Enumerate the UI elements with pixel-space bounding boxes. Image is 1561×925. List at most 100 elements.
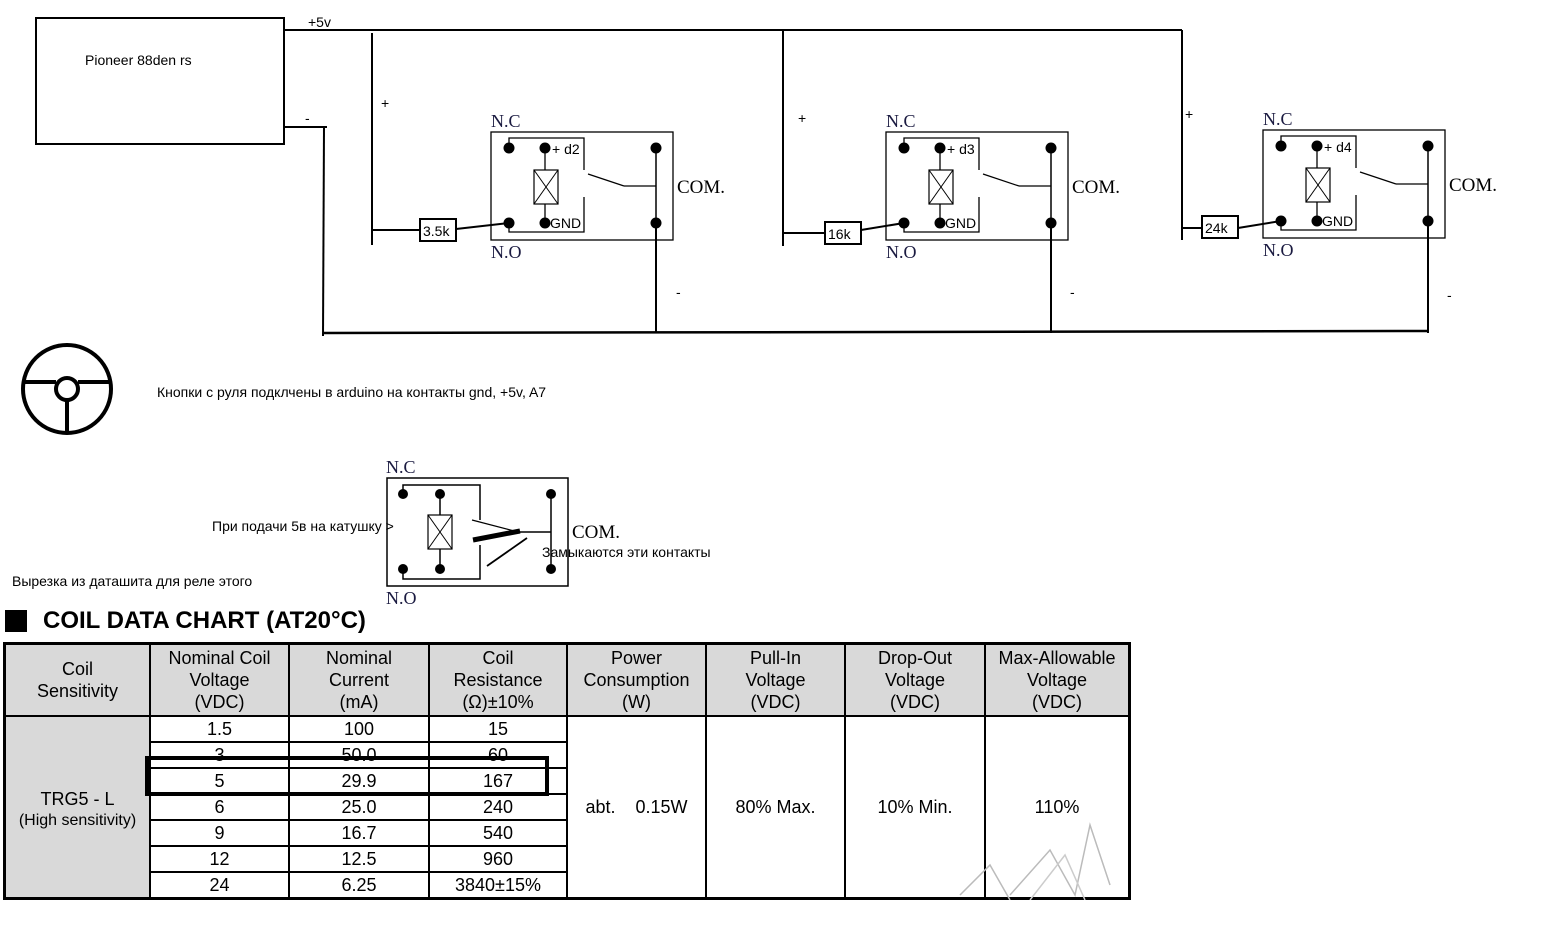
relay-d2: + d2 GND N.C N.O COM. 3.5k - [419, 111, 725, 333]
relay-pin-label: + d4 [1324, 139, 1352, 155]
resistor [824, 221, 862, 245]
nc-label: N.C [886, 111, 916, 131]
cell-resistance: 60 [428, 741, 568, 769]
com-label: COM. [572, 522, 620, 543]
square-bullet-icon [5, 610, 27, 632]
cell-voltage: 12 [149, 845, 290, 873]
head-unit-box [35, 17, 285, 145]
no-label: N.O [491, 242, 522, 262]
column-header-line: Coil [61, 659, 93, 679]
relay-pin-label: + d3 [947, 141, 975, 157]
com-label: COM. [677, 177, 725, 198]
steering-wheel-icon [21, 343, 113, 435]
column-header-line: Resistance [453, 670, 543, 690]
minus-label: - [305, 110, 310, 126]
relay-pin-label: + d2 [552, 141, 580, 157]
nc-label: N.C [1263, 109, 1293, 129]
cell-resistance: 15 [428, 715, 568, 743]
cell-voltage: 9 [149, 819, 290, 847]
minus-sign: - [1070, 284, 1075, 300]
column-header-line: (VDC) [1032, 692, 1082, 712]
column-header-line: Max-Allowable [998, 648, 1116, 668]
cell-voltage: 3 [149, 741, 290, 769]
no-label: N.O [386, 588, 417, 608]
column-header-line: Nominal Coil [168, 648, 271, 668]
no-label: N.O [1263, 240, 1294, 260]
terminal-dot [503, 142, 515, 154]
coil-chart-title: COIL DATA CHART (AT20°C) [5, 607, 366, 635]
coil-note: При подачи 5в на катушку > [212, 518, 394, 534]
cell-resistance: 960 [428, 845, 568, 873]
cell-resistance: 167 [428, 767, 568, 795]
com-label: COM. [1449, 175, 1497, 196]
minus-sign: - [676, 284, 681, 300]
terminal-dot [1275, 140, 1287, 152]
cell-voltage: 24 [149, 871, 290, 900]
watermark [959, 822, 1111, 900]
model-cell: TRG5 - L(High sensitivity) [3, 715, 151, 900]
cell-resistance: 540 [428, 819, 568, 847]
plus-sign-d3: + [798, 110, 806, 126]
resistor-label: 16k [828, 226, 852, 242]
plus-5v-label: +5v [308, 14, 331, 30]
column-header-line: (VDC) [194, 692, 245, 712]
steering-note: Кнопки с руля подклчены в arduino на кон… [157, 384, 547, 400]
column-header-line: Voltage [884, 670, 946, 690]
coil-chart-title-text: COIL DATA CHART (AT20°C) [43, 607, 366, 634]
cell-current: 25.0 [288, 793, 430, 821]
cell-max-allowable: 110% [984, 715, 1131, 900]
cell-current: 100 [288, 715, 430, 743]
cell-current: 12.5 [288, 845, 430, 873]
cell-voltage: 1.5 [149, 715, 290, 743]
column-header-line: Sensitivity [36, 681, 119, 701]
column-header-line: Pull-In [749, 648, 802, 668]
column-header-line: Voltage [745, 670, 806, 690]
cell-current: 16.7 [288, 819, 430, 847]
cell-current: 29.9 [288, 767, 430, 795]
column-header-line: Power [610, 648, 663, 668]
column-header-line: Coil [482, 648, 514, 668]
plus-sign-d4: + [1185, 106, 1193, 122]
column-header-line: Consumption [583, 670, 690, 690]
nc-label: N.C [491, 111, 521, 131]
nc-label: N.C [386, 457, 416, 477]
cell-voltage: 5 [149, 767, 290, 795]
column-header-line: (W) [622, 692, 651, 712]
contacts-note: Замыкаются эти контакты [542, 544, 711, 560]
head-unit-label: Pioneer 88den rs [85, 52, 192, 68]
column-header-line: Voltage [1026, 670, 1088, 690]
resistor-label: 3.5k [423, 223, 450, 239]
no-label: N.O [886, 242, 917, 262]
gnd-label: GND [550, 215, 581, 231]
cell-voltage: 6 [149, 793, 290, 821]
column-header-line: (mA) [339, 692, 379, 712]
ground-rail [322, 329, 1428, 335]
column-header-line: (Ω)±10% [462, 692, 534, 712]
com-label: COM. [1072, 177, 1120, 198]
cell-drop-out: 10% Min. [844, 715, 986, 900]
cell-pull-in: 80% Max. [705, 715, 846, 900]
minus-sign: - [1447, 287, 1452, 303]
plus-sign-d2: + [381, 95, 389, 111]
datasheet-note: Вырезка из даташита для реле этого [12, 573, 253, 589]
resistor-label: 24k [1205, 220, 1229, 236]
column-header-line: Voltage [189, 670, 250, 690]
column-header-line: (VDC) [750, 692, 801, 712]
cell-power: abt. 0.15W [566, 715, 707, 900]
resistor [419, 218, 457, 242]
column-header-line: Drop-Out [877, 648, 953, 668]
cell-resistance: 3840±15% [428, 871, 568, 900]
